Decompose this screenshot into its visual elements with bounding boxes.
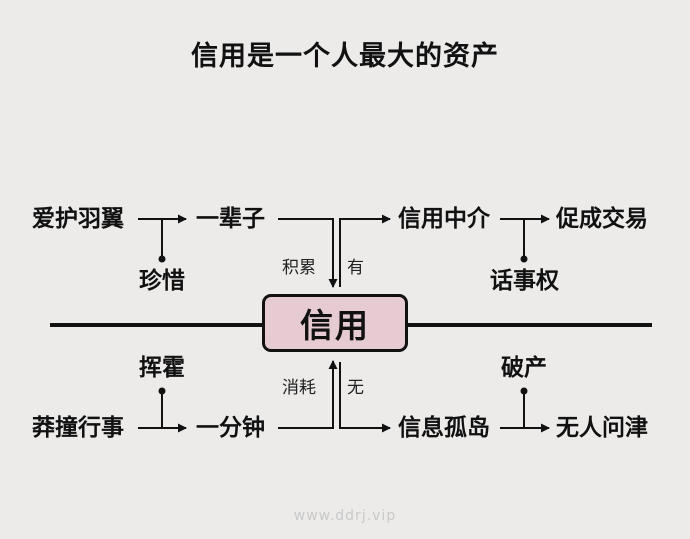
center-credit-box: 信用 bbox=[262, 294, 408, 352]
connector-dot-cherish bbox=[158, 255, 166, 263]
node-facilitate-deal: 促成交易 bbox=[556, 206, 648, 232]
node-say-power: 话事权 bbox=[490, 268, 559, 294]
node-protect-feathers: 爱护羽翼 bbox=[32, 206, 124, 232]
node-credit-intermediary: 信用中介 bbox=[398, 206, 490, 232]
connector-dot-say bbox=[520, 255, 528, 263]
node-info-island: 信息孤岛 bbox=[398, 415, 490, 441]
node-squander: 挥霍 bbox=[139, 355, 185, 381]
watermark: www.ddrj.vip bbox=[293, 508, 397, 524]
node-reckless: 莽撞行事 bbox=[32, 415, 124, 441]
arrow-lifetime-to-credit bbox=[278, 218, 338, 288]
node-bankrupt: 破产 bbox=[501, 355, 547, 381]
connector-dot-squander bbox=[158, 387, 166, 395]
arrow-minute-to-credit bbox=[278, 360, 338, 429]
label-consume: 消耗 bbox=[282, 378, 316, 398]
diagram-title: 信用是一个人最大的资产 bbox=[191, 41, 499, 72]
arrow-none-to-island bbox=[339, 362, 391, 433]
node-cherish: 珍惜 bbox=[139, 268, 185, 294]
arrow-have-to-intermediary bbox=[339, 214, 391, 287]
label-accumulate: 积累 bbox=[282, 258, 316, 278]
label-have: 有 bbox=[347, 258, 364, 278]
node-ignored: 无人问津 bbox=[556, 415, 648, 441]
connector-dot-bankrupt bbox=[520, 387, 528, 395]
label-none: 无 bbox=[347, 378, 364, 398]
node-one-minute: 一分钟 bbox=[196, 415, 265, 441]
node-lifetime: 一辈子 bbox=[196, 206, 265, 232]
